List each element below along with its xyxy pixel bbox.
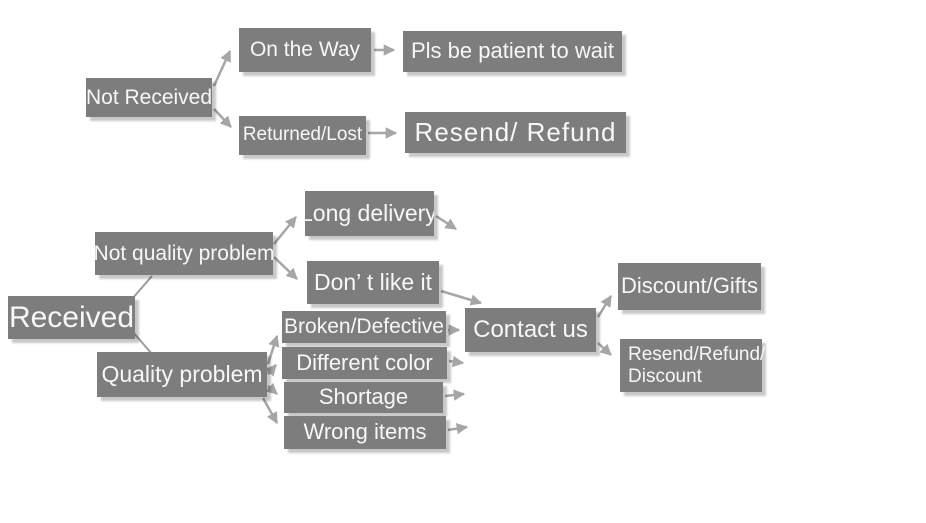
node-on-the-way: On the Way [239, 28, 371, 72]
edge-quality-to-wrong [261, 397, 279, 425]
node-shortage: Shortage [284, 382, 443, 413]
edge-not-quality-to-dont-like [273, 256, 298, 280]
node-resend-refund-discount: Resend/Refund/ Discount [620, 339, 766, 392]
node-returned-lost: Returned/Lost [239, 116, 366, 155]
node-resend-refund-discount-line1: Resend/Refund/ [628, 343, 766, 365]
node-contact-us: Contact us [465, 308, 596, 352]
node-resend-refund-discount-line2: Discount [628, 365, 702, 387]
edge-contact-to-resend-refund-discount [597, 342, 612, 356]
node-dont-like-it: Don’ t like it [307, 261, 439, 304]
node-different-color: Different color [282, 347, 447, 379]
node-not-quality-problem: Not quality problem [94, 232, 274, 275]
connector-received-to-not-quality [131, 275, 153, 300]
edge-long-delivery-out [435, 214, 457, 231]
connector-received-to-quality [131, 330, 153, 355]
edge-shortage-out [444, 389, 466, 401]
node-not-received: Not Received [86, 78, 212, 117]
edge-different-out [448, 355, 465, 368]
node-long-delivery: Long delivery [305, 191, 434, 236]
edge-not-received-to-on-the-way [212, 49, 232, 87]
edge-dont-like-to-contact-us [440, 289, 483, 306]
node-resend-refund: Resend/ Refund [405, 112, 626, 153]
edge-not-quality-to-long-delivery [273, 216, 297, 245]
edge-wrong-out [447, 422, 469, 435]
edge-quality-to-different [264, 364, 277, 377]
edge-not-received-to-returned-lost [213, 108, 232, 128]
node-pls-be-patient: Pls be patient to wait [403, 31, 622, 72]
node-received: Received [8, 296, 135, 339]
node-wrong-items: Wrong items [284, 416, 446, 449]
edge-quality-to-broken [266, 334, 280, 365]
node-discount-gifts: Discount/Gifts [618, 263, 761, 310]
edge-contact-to-discount-gifts [596, 295, 613, 318]
node-broken-defective: Broken/Defective [282, 311, 446, 343]
node-quality-problem: Quality problem [97, 352, 267, 397]
edge-quality-to-shortage [265, 382, 278, 395]
